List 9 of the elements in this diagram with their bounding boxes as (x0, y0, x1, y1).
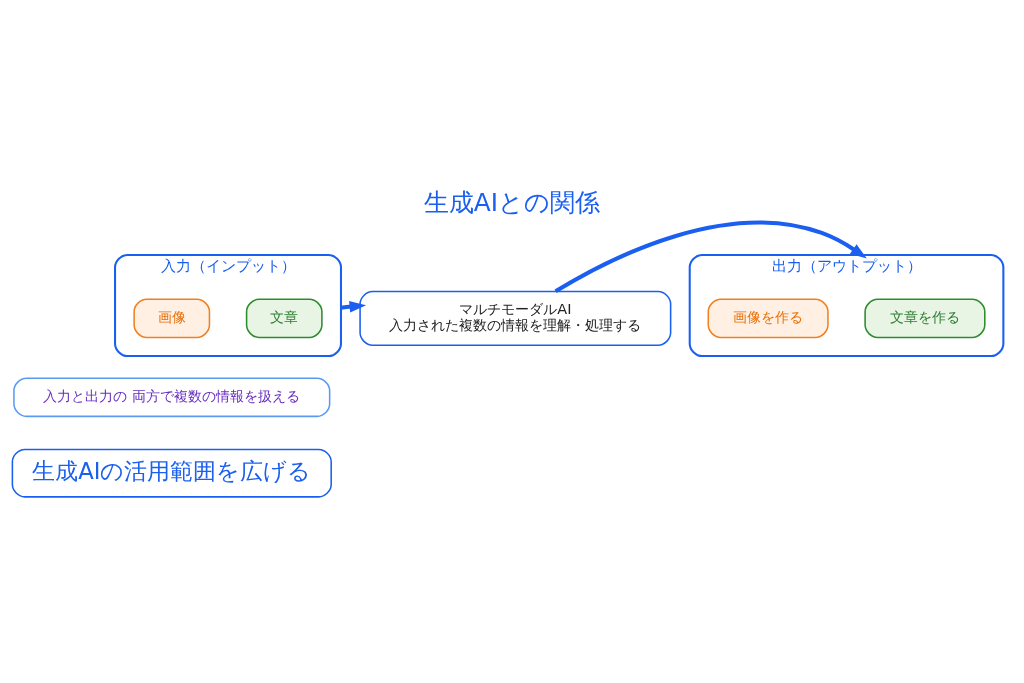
node-box: 文章を作る (864, 298, 986, 338)
node-box: 画像を作る (707, 298, 829, 338)
node-box: 生成AIの活用範囲を広げる (11, 448, 332, 498)
diagram-title: 生成AIとの関係 (423, 187, 601, 217)
node-box: マルチモーダルAI 入力された複数の情報を理解・処理する (359, 290, 672, 346)
arrow (554, 220, 867, 293)
node-box: 入力と出力の 両方で複数の情報を扱える (13, 376, 331, 417)
node-box: 画像 (133, 298, 211, 338)
node-box: 文章 (245, 298, 323, 338)
